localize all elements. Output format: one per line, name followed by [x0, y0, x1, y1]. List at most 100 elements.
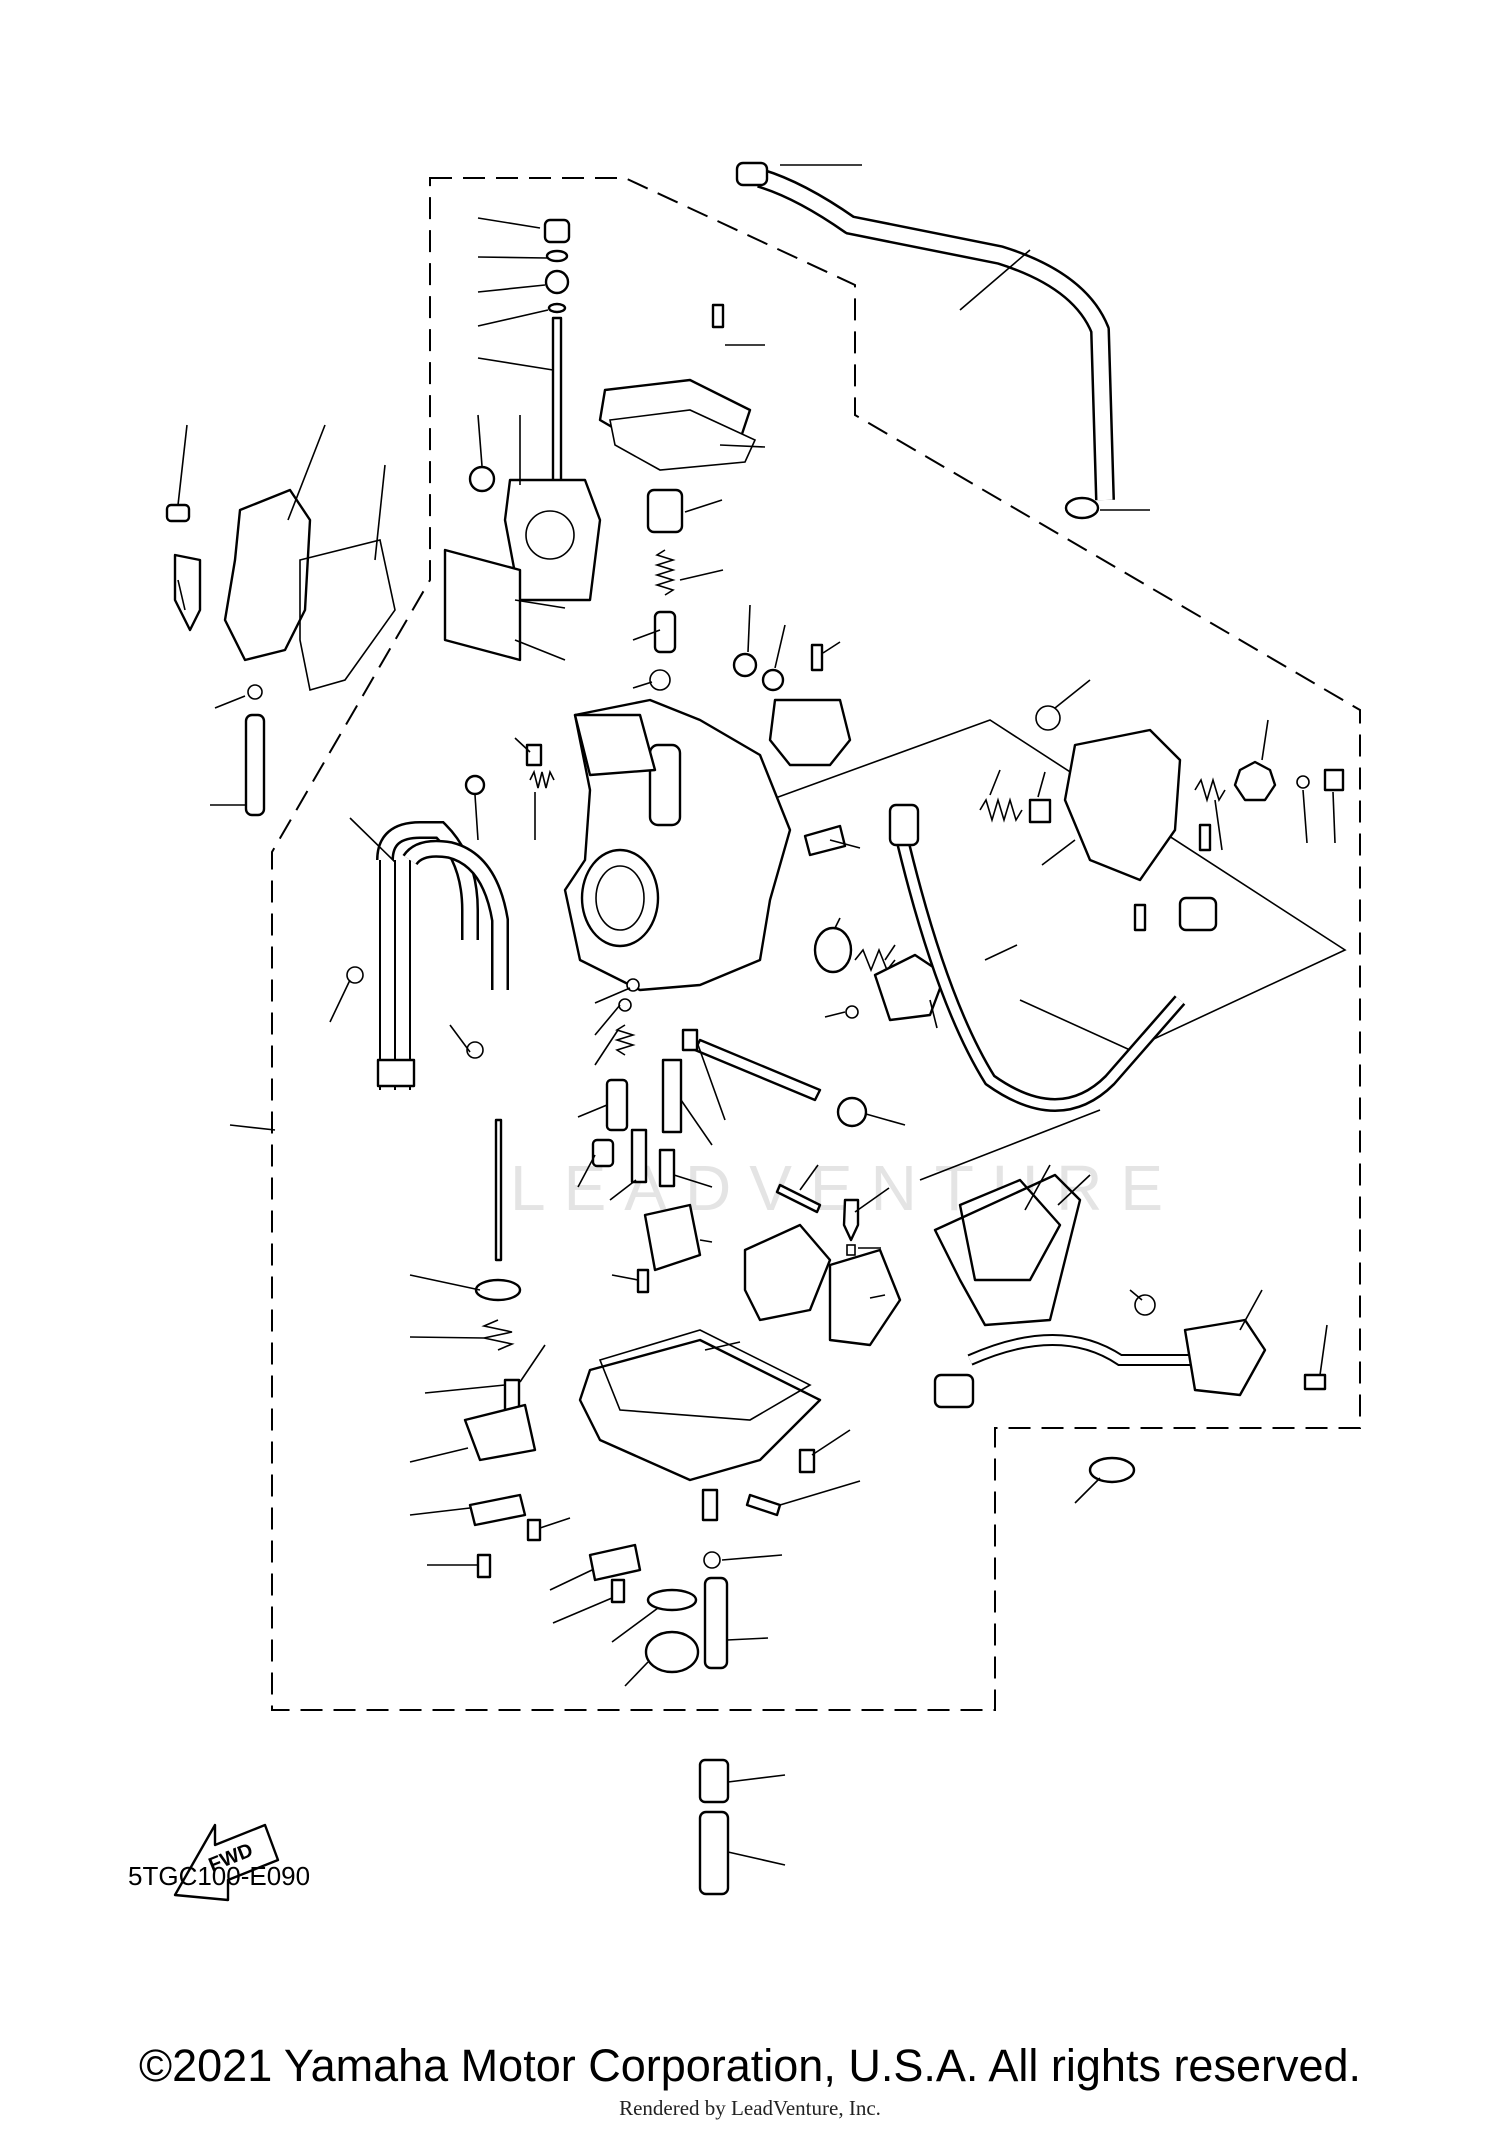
screw-5b	[610, 1578, 626, 1604]
screw-55	[1323, 768, 1345, 792]
washer	[547, 302, 567, 314]
rod-28	[494, 1118, 503, 1262]
bowl-gasket	[598, 1329, 812, 1421]
holder-17	[661, 1058, 683, 1134]
clip-24	[846, 1244, 856, 1256]
clamp-78	[1088, 1456, 1136, 1484]
spring-56	[1194, 777, 1226, 803]
spring-30	[481, 1319, 515, 1351]
sensor-61	[958, 1178, 1062, 1282]
pin-22	[775, 1183, 822, 1214]
jet-18	[630, 1128, 648, 1184]
jet-needle	[551, 316, 563, 490]
nut	[544, 269, 570, 295]
clip-39a	[346, 966, 364, 984]
cover-68	[223, 488, 312, 662]
watermark: LEADVENTURE	[510, 1152, 1181, 1224]
spring-43	[529, 769, 555, 789]
o-ring-35b	[1134, 1294, 1156, 1316]
screw-26	[745, 1493, 782, 1517]
screw-19	[681, 1028, 699, 1052]
rendered-by-credit: Rendered by LeadVenture, Inc.	[619, 2096, 881, 2120]
washer-62	[1296, 775, 1310, 789]
bracket-screw-2	[1133, 903, 1147, 932]
diaphragm-81	[813, 926, 853, 974]
plunger	[653, 610, 677, 654]
plate-41	[643, 1203, 702, 1272]
diaphragm-28	[474, 1278, 522, 1302]
spring-64	[979, 797, 1023, 823]
connector-47	[933, 1373, 975, 1409]
washer-52	[618, 998, 632, 1012]
hose-58	[703, 1576, 729, 1670]
valve-plate	[443, 548, 522, 662]
hose-clamp	[1064, 496, 1100, 520]
clip-39b	[466, 1041, 484, 1059]
sensor-connector	[888, 803, 920, 847]
gasket-69	[299, 539, 396, 692]
lever-63	[1028, 798, 1052, 824]
parts	[165, 161, 1345, 1896]
float-bowl	[578, 1338, 822, 1482]
bolt-73	[165, 503, 191, 523]
o-ring	[468, 465, 496, 493]
harness-connector	[1178, 896, 1218, 932]
spring-washer	[545, 249, 569, 263]
breather-hose	[757, 168, 1115, 501]
throttle-housing	[1063, 728, 1182, 882]
hose-band	[376, 1058, 416, 1088]
cover-screw	[711, 303, 725, 329]
fwd-arrow-icon	[173, 1823, 280, 1902]
fwd-arrow: FWD	[173, 1823, 280, 1902]
screw-4c	[476, 1553, 492, 1579]
screw-20	[803, 824, 847, 857]
screw-8	[810, 643, 824, 672]
plug-38	[644, 1630, 700, 1674]
sensor-47	[1183, 1318, 1267, 1397]
needle-valve-23	[842, 1198, 860, 1242]
carb-flange	[573, 713, 657, 777]
o-ring-35	[1035, 705, 1061, 731]
assembly-boundary	[271, 177, 1361, 1711]
diagram-code-label: 5TGC100-E090	[128, 1861, 310, 1891]
top-cover-gasket	[609, 409, 757, 471]
plunger-spring	[654, 549, 676, 596]
hose-75	[698, 1810, 730, 1896]
screw-80	[636, 1268, 650, 1294]
bracket-60	[933, 1173, 1082, 1327]
boundary-throttle-group	[769, 719, 1347, 1051]
bracket-40	[588, 1543, 642, 1582]
cap-bolt	[543, 218, 571, 244]
screw-5a	[798, 1448, 816, 1474]
clip-72	[247, 684, 263, 700]
float-left	[743, 1223, 832, 1322]
plug-67	[591, 1138, 615, 1168]
pump-cover	[873, 953, 947, 1022]
drain-screw	[701, 1488, 719, 1522]
o-ring-37	[646, 1588, 698, 1612]
float-right	[828, 1248, 902, 1347]
hose-71	[244, 713, 266, 817]
lever-70	[173, 553, 202, 632]
cover-27	[463, 1403, 537, 1462]
screw-42	[464, 774, 486, 796]
leader-lines	[177, 164, 1336, 1866]
holder-clip	[768, 698, 852, 767]
screw-36	[1303, 1373, 1327, 1391]
spring-50	[614, 1024, 636, 1056]
jet-49	[605, 1078, 629, 1132]
hose-end-cap	[735, 161, 769, 187]
screw-44	[525, 743, 543, 767]
starter-plunger	[646, 488, 684, 534]
clip-39c	[703, 1551, 721, 1569]
adjuster-65	[1233, 760, 1277, 802]
copyright-notice: ©2021 Yamaha Motor Corporation, U.S.A. A…	[138, 2040, 1362, 2091]
bracket-screw	[1198, 823, 1212, 852]
jet-66	[658, 1148, 676, 1188]
bracket-45	[468, 1493, 527, 1527]
fitting-74	[698, 1758, 730, 1804]
rod-cap	[836, 1096, 868, 1128]
screw-4b	[526, 1518, 542, 1542]
boundary-sensor-group	[919, 1109, 1101, 1181]
